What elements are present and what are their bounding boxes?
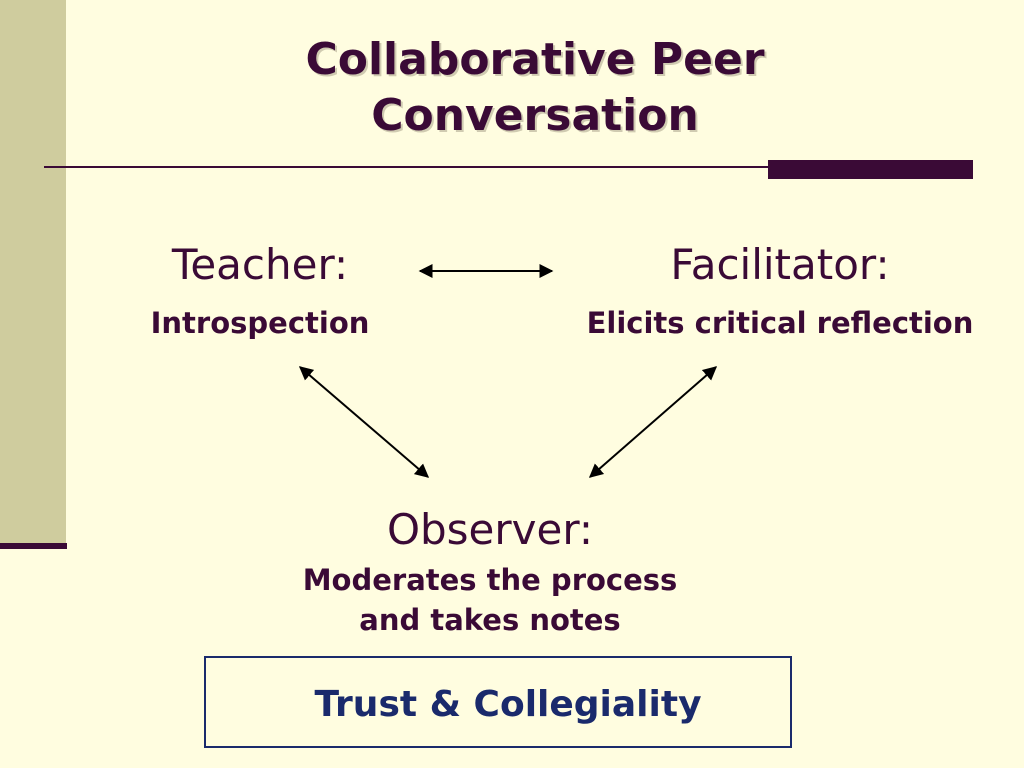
- trust-collegiality-label: Trust & Collegiality: [314, 684, 702, 725]
- teacher-observer-arrow: [298, 366, 430, 478]
- facilitator-description: Elicits critical reflection: [586, 306, 974, 340]
- trust-collegiality-box: Trust & Collegiality: [204, 656, 792, 748]
- slide-title: Collaborative Peer Conversation: [305, 34, 765, 141]
- observer-heading: Observer:: [386, 505, 594, 554]
- left-bar-accent-line: [0, 543, 67, 549]
- left-decorative-bar: [0, 0, 66, 543]
- facilitator-heading: Facilitator:: [670, 240, 890, 289]
- teacher-heading: Teacher:: [171, 240, 349, 289]
- teacher-description: Introspection: [150, 306, 370, 340]
- title-divider-line: [44, 166, 770, 168]
- facilitator-observer-arrow: [588, 366, 718, 478]
- observer-description: Moderates the process and takes notes: [302, 563, 678, 637]
- title-divider-accent: [768, 160, 973, 179]
